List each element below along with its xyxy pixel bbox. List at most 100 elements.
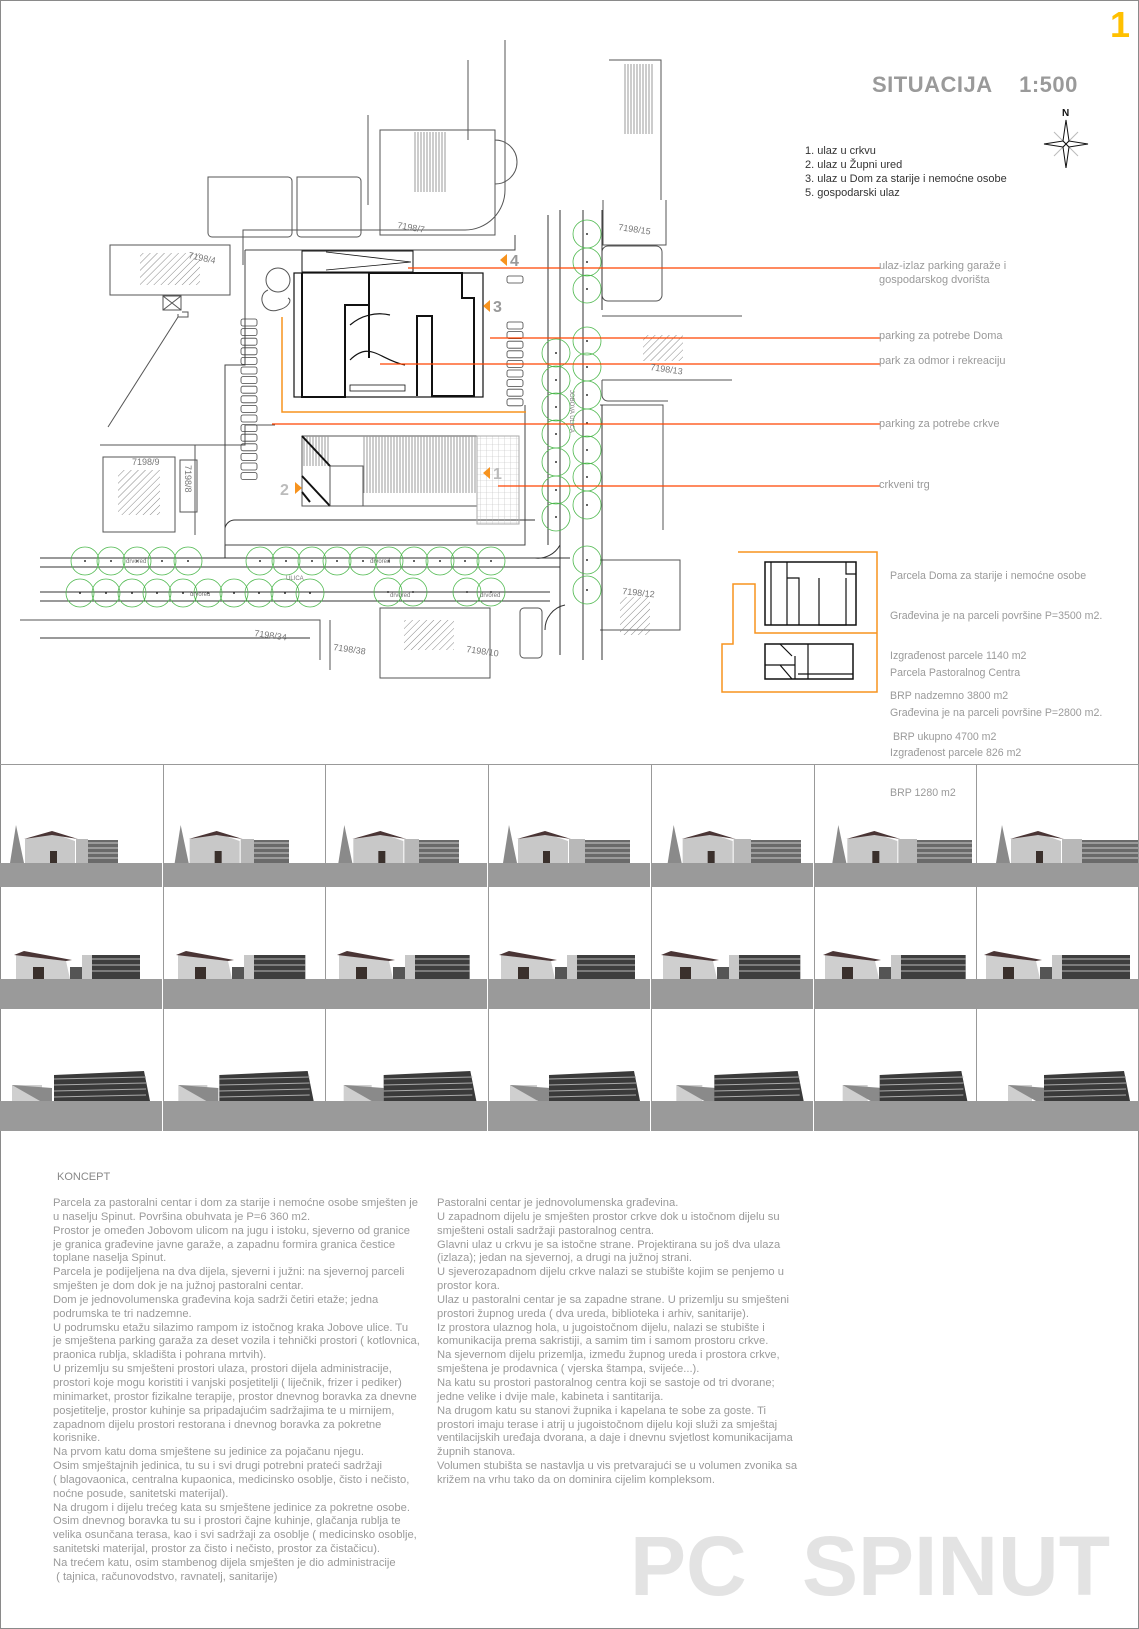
tree-trunk-icon xyxy=(413,560,415,562)
street-label: JOBOVA ULICA xyxy=(568,390,574,433)
concept-line: U sjeverozapadnom dijelu crkve nalazi se… xyxy=(437,1266,784,1279)
tree-trunk-icon xyxy=(84,560,86,562)
tree-trunk-icon xyxy=(586,394,588,396)
concept-line: je granica građevine javne garaže, a zap… xyxy=(53,1238,396,1251)
entrance-markers: 4 3 1 2 xyxy=(280,253,519,499)
parcel-line: BRP nadzemno 3800 m2 xyxy=(890,690,1009,703)
parking-stall-icon xyxy=(240,318,258,327)
render-view xyxy=(488,887,652,1009)
church-parcel-line xyxy=(281,317,526,413)
concept-line: Volumen stubišta se nastavlja u vis pret… xyxy=(437,1460,798,1473)
render-image xyxy=(162,1071,326,1131)
tree-icon xyxy=(70,546,100,576)
entrance-arrow-icon xyxy=(500,254,507,266)
tree-icon xyxy=(541,338,571,368)
entrance-arrow-icon xyxy=(483,300,490,312)
entrance-4: 4 xyxy=(510,253,519,270)
concept-line: smješteni ostali sadržaji pastoralnog ce… xyxy=(437,1224,655,1237)
tree-icon xyxy=(572,408,602,438)
render-image xyxy=(976,825,1138,887)
lot-label: 7198/8 xyxy=(183,465,193,493)
concept-text-dom: Parcela za pastoralni centar i dom za st… xyxy=(53,1197,420,1585)
concept-line: Parcela za pastoralni centar i dom za st… xyxy=(53,1197,419,1209)
render-view xyxy=(325,887,490,1009)
tree-trunk-icon xyxy=(110,560,112,562)
tree-icon xyxy=(193,578,223,608)
entrance-arrow-icon xyxy=(295,482,302,494)
tree-trunk-icon xyxy=(136,560,138,562)
concept-heading: KONCEPT xyxy=(57,1171,111,1183)
lot-label: 7198/34 xyxy=(254,628,288,642)
concept-line: ( tajnica, računovodstvo, ravnatelj, san… xyxy=(53,1570,278,1583)
entrance-1: 1 xyxy=(493,466,502,483)
concept-line: (izlaza); jedan na sjevernoj, a drugi na… xyxy=(437,1252,692,1265)
parking-stall-icon xyxy=(240,404,258,413)
render-view xyxy=(813,1009,978,1131)
render-image xyxy=(325,951,489,1009)
render-view xyxy=(162,1009,327,1131)
tree-trunk-icon xyxy=(586,261,588,263)
render-image xyxy=(325,1071,489,1131)
tree-icon xyxy=(122,546,152,576)
concept-line: posjetitelje, prostor kuhinje sa pripada… xyxy=(53,1404,395,1417)
concept-line: prostori imaju terase i atrij u jugoisto… xyxy=(437,1418,778,1431)
parking-stall-icon xyxy=(240,414,258,423)
render-image xyxy=(813,951,977,1009)
parking-stall-icon xyxy=(240,395,258,404)
tree-icon xyxy=(244,578,274,608)
render-image xyxy=(325,825,489,887)
project-prefix: PC xyxy=(630,1519,747,1613)
render-image xyxy=(488,951,651,1009)
site-plan: 4 3 1 2 7198/4 7198/7 7198/15 7198/13 71… xyxy=(20,40,880,693)
concept-line: Prostor je omeđen Jobovom ulicom na jugu… xyxy=(53,1224,410,1237)
parking-stall-icon xyxy=(240,472,258,481)
tree-icon xyxy=(398,577,428,607)
lot-labels: 7198/4 7198/7 7198/15 7198/13 7198/9 719… xyxy=(132,220,683,658)
concept-line: Na drugom i dijelu trećeg kata su smješt… xyxy=(53,1501,410,1514)
callout-parking-dom: parking za potrebe Doma xyxy=(879,330,1003,342)
render-view xyxy=(0,1009,164,1131)
tree-icon xyxy=(572,274,602,304)
concept-line: Na sjevernom dijelu prizemlja, između žu… xyxy=(437,1349,780,1362)
render-view xyxy=(976,1009,1139,1131)
tree-trunk-icon xyxy=(586,589,588,591)
concept-line: jedne velike i dvije male, kabineta i sa… xyxy=(437,1390,664,1403)
parcel-line: Građevina je na parceli površine P=2800 … xyxy=(890,707,1103,720)
tree-row-label: drvored xyxy=(480,593,500,599)
callout-park: park za odmor i rekreaciju xyxy=(879,355,1006,367)
render-image xyxy=(0,825,163,887)
site-boundary xyxy=(224,235,526,546)
tree-icon xyxy=(399,546,429,576)
concept-line: ventilacijskih uređaja dvorana, a daje i… xyxy=(437,1432,793,1445)
render-view xyxy=(162,887,327,1009)
render-view xyxy=(650,887,815,1009)
tree-trunk-icon xyxy=(311,560,313,562)
lot-label: 7198/9 xyxy=(132,457,160,467)
tree-trunk-icon xyxy=(131,592,133,594)
render-view xyxy=(650,765,815,887)
callout-leaders xyxy=(272,267,880,487)
concept-line: ( blagovaonica, centralna kupaonica, med… xyxy=(53,1473,410,1486)
tree-trunk-icon xyxy=(555,516,557,518)
tree-icon xyxy=(476,577,506,607)
project-name: SPINUT xyxy=(802,1519,1111,1613)
tree-icon xyxy=(541,392,571,422)
tree-trunk-icon xyxy=(79,592,81,594)
street-labels: ULICA JOBOVA ULICA drvored drvored drvor… xyxy=(126,390,574,599)
tree-trunk-icon xyxy=(439,560,441,562)
tree-icon xyxy=(450,546,480,576)
tree-icon xyxy=(173,546,203,576)
render-view xyxy=(162,765,327,887)
tree-trunk-icon xyxy=(586,449,588,451)
callout-text: ulaz-izlaz parking garaže i xyxy=(879,260,1007,272)
tree-icon xyxy=(476,546,506,576)
entrance-2: 2 xyxy=(280,482,289,499)
concept-line: Na katu su prostori pastoralnog centra k… xyxy=(437,1376,775,1389)
lot-label: 7198/7 xyxy=(397,220,426,235)
plan-title-name: SITUACIJA xyxy=(872,72,993,97)
parking-stall-icon xyxy=(240,452,258,461)
render-image xyxy=(813,1071,977,1131)
parking-stall-icon xyxy=(506,379,524,388)
parking-stall-icon xyxy=(240,433,258,442)
tree-icon xyxy=(270,578,300,608)
